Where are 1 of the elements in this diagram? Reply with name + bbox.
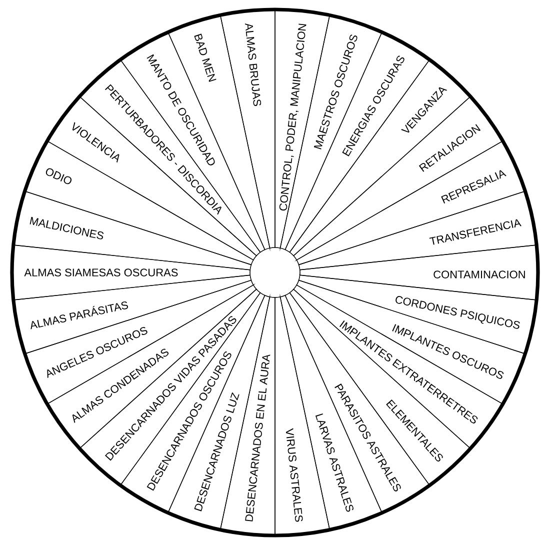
wheel-sector: ALMAS SIAMESAS OSCURAS <box>12 244 250 300</box>
